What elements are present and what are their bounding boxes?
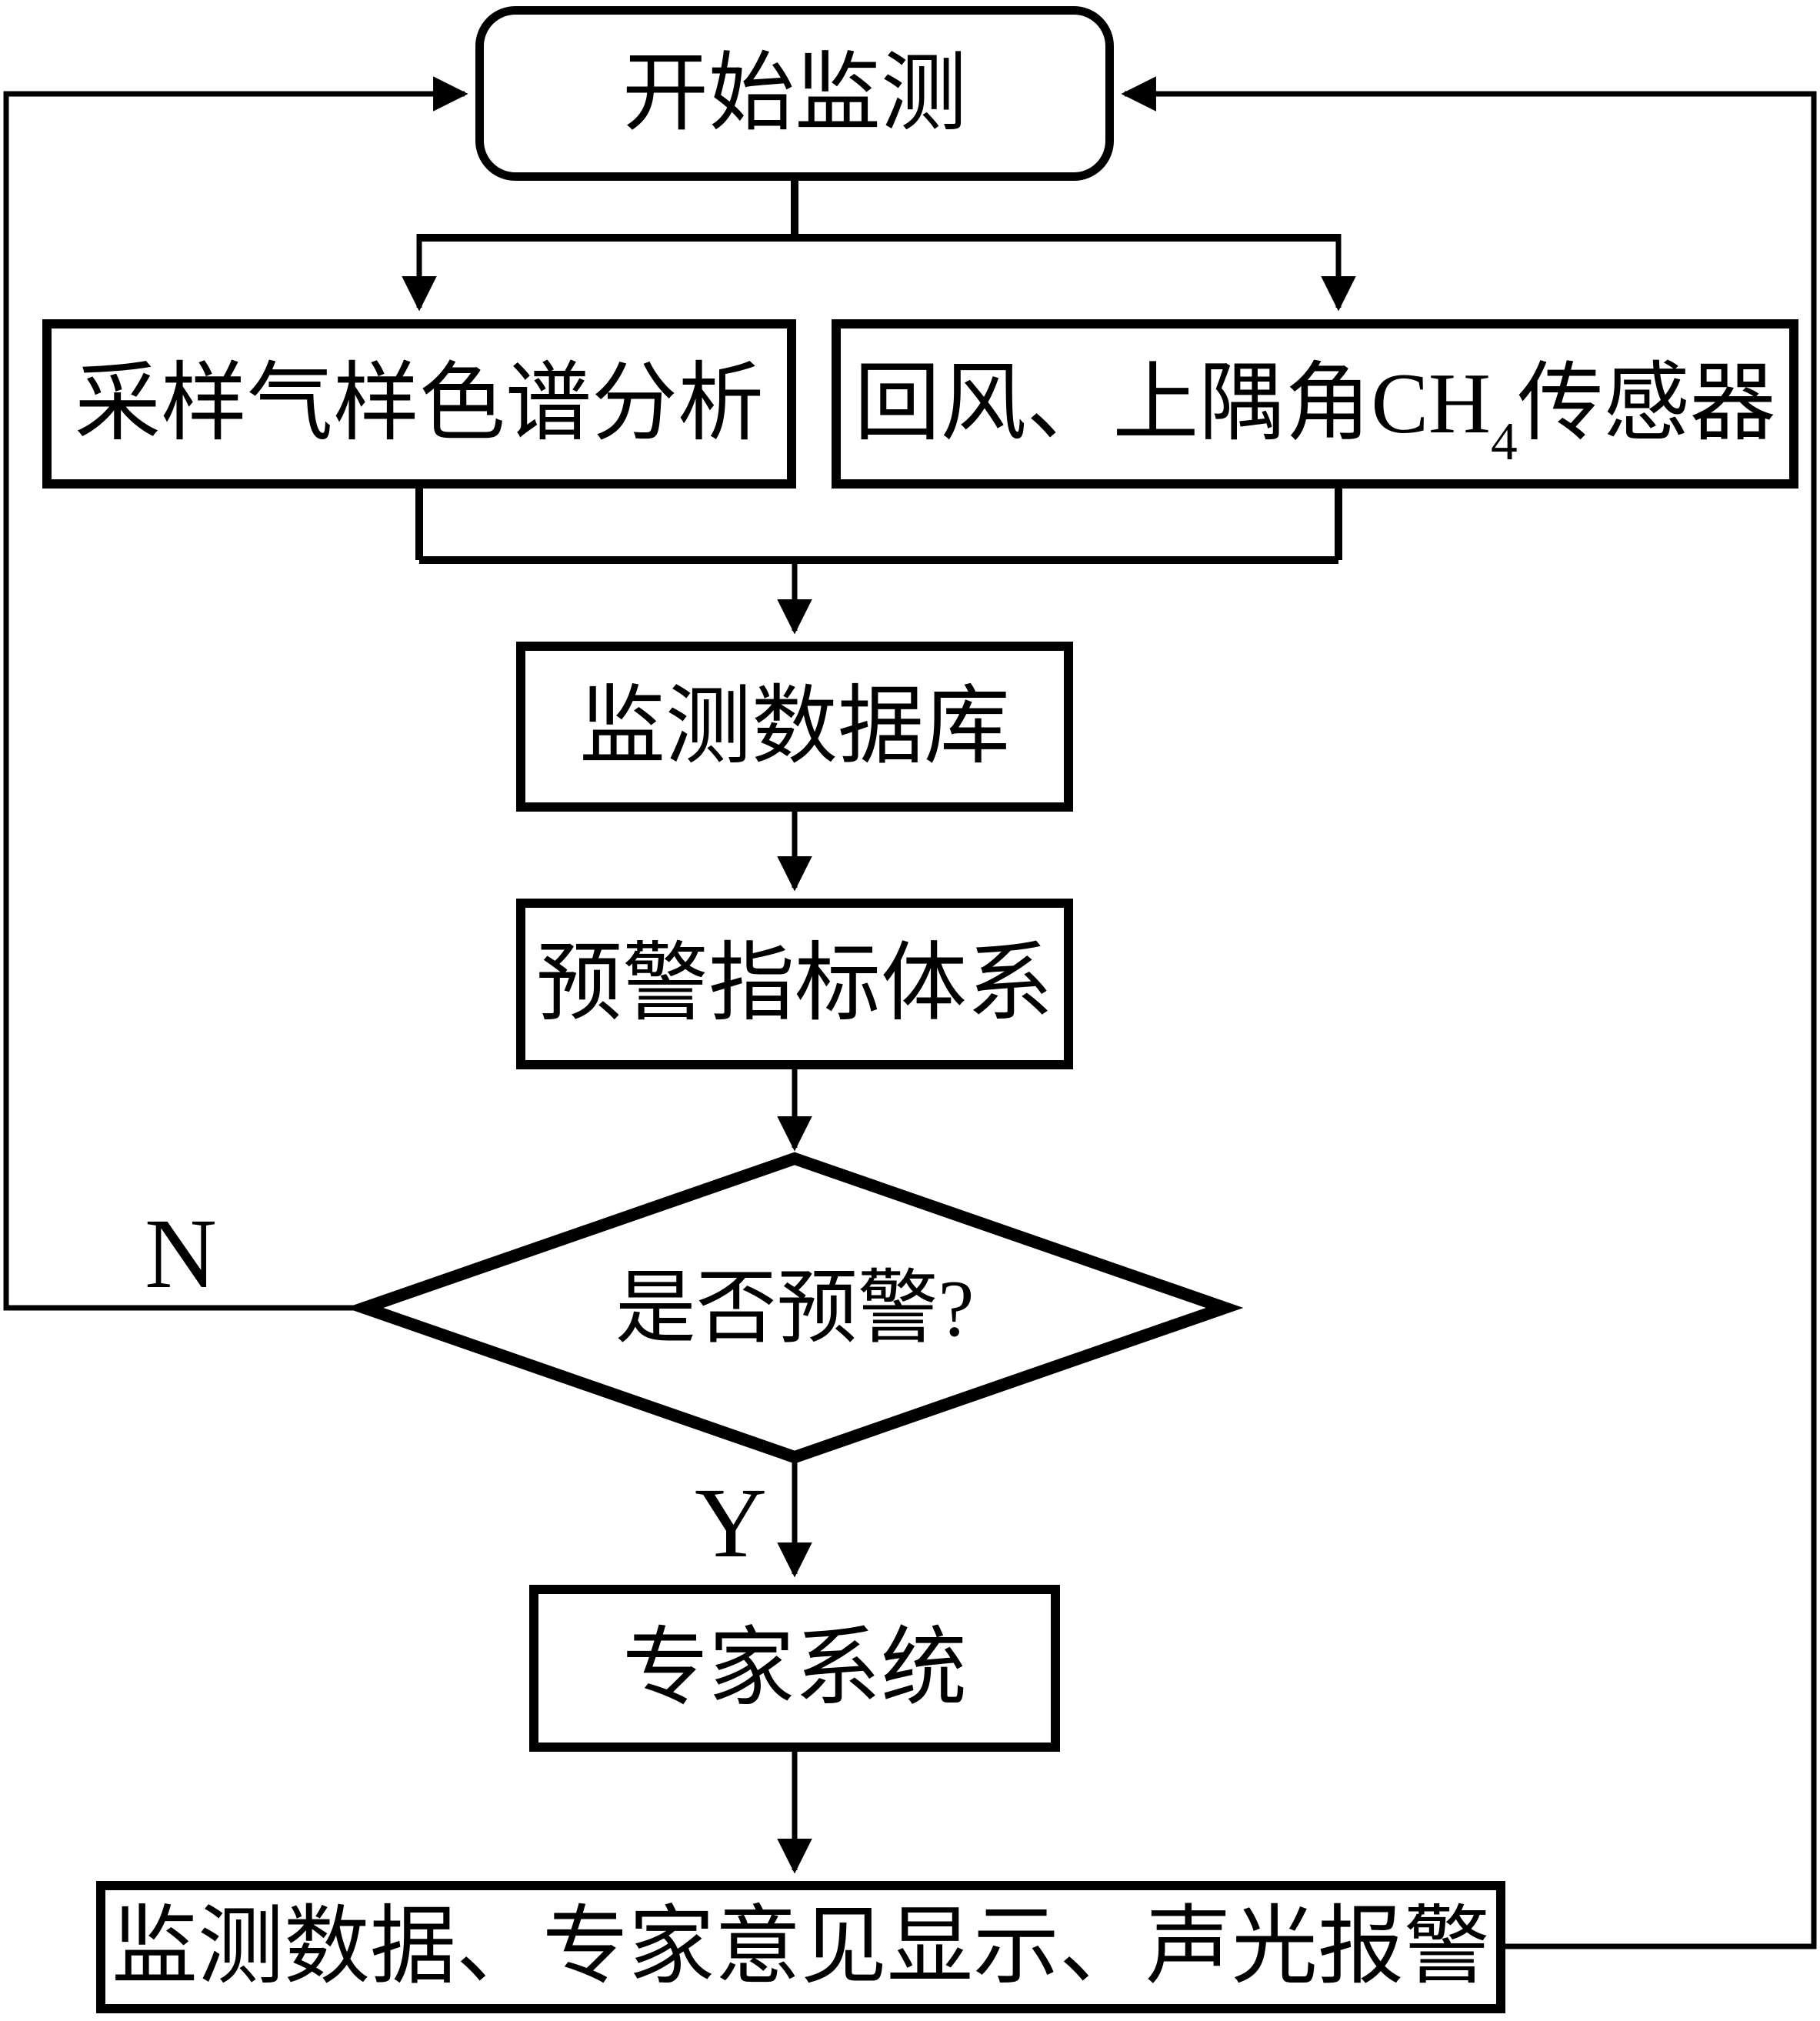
node-warning-indicator-system: 预警指标体系 — [516, 899, 1073, 1069]
node-ch4-sensor-label-post: 传感器 — [1517, 356, 1776, 452]
edge-no-feedback-to-start — [3, 76, 468, 1311]
node-output-alarm: 监测数据、专家意见显示、声光报警 — [96, 1881, 1505, 2013]
node-start: 开始监测 — [475, 6, 1114, 181]
node-start-label: 开始监测 — [622, 45, 967, 142]
node-gas-chromatography-label: 采样气样色谱分析 — [75, 356, 764, 452]
node-output-alarm-label: 监测数据、专家意见显示、声光报警 — [112, 1899, 1490, 1995]
branch-label-no: N — [145, 1199, 217, 1309]
decision-warning-label: 是否预警? — [615, 1262, 975, 1353]
node-gas-chromatography: 采样气样色谱分析 — [42, 319, 796, 489]
node-expert-system-label: 专家系统 — [622, 1620, 967, 1716]
node-ch4-sensor-label-subscript: 4 — [1490, 412, 1518, 472]
node-monitoring-database: 监测数据库 — [516, 642, 1073, 812]
node-warning-indicator-system-label: 预警指标体系 — [536, 936, 1053, 1032]
decision-diamond-shape — [345, 1152, 1244, 1464]
node-monitoring-database-label: 监测数据库 — [579, 679, 1010, 775]
branch-label-yes: Y — [695, 1468, 767, 1579]
edge-output-feedback-to-start — [1121, 76, 1817, 1949]
node-ch4-sensor-label-pre: 回风、上隅角CH — [854, 356, 1491, 452]
node-expert-system: 专家系统 — [529, 1585, 1060, 1752]
